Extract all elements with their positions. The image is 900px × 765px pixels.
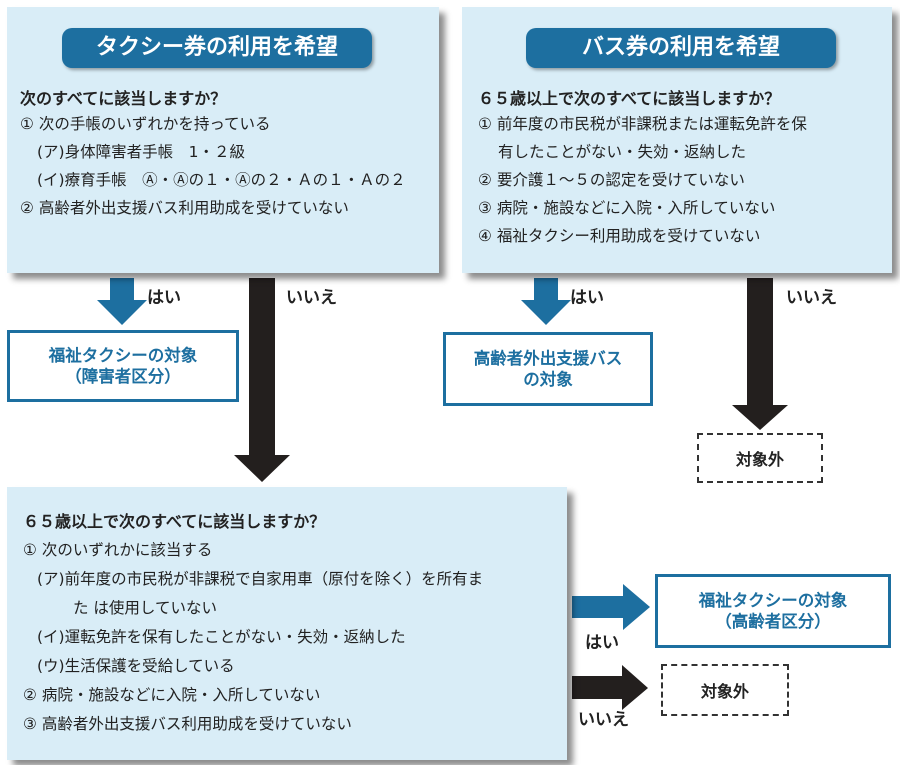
label-no-taxi: いいえ xyxy=(286,288,337,308)
taxi-request-panel: タクシー券の利用を希望 次のすべてに該当しますか？ ① 次の手帳のいずれかを持っ… xyxy=(7,7,439,273)
yes-arrow-taxi xyxy=(97,278,147,325)
bus-condition-1-cont: 有したことがない・失効・返納した xyxy=(498,143,747,161)
bus-condition-4: ④ 福祉タクシー利用助成を受けていない xyxy=(478,227,761,245)
not-eligible-bus: 対象外 xyxy=(697,433,823,483)
bus-condition-3: ③ 病院・施設などに入院・入所していない xyxy=(478,199,776,217)
taxi-condition-1b: (イ)療育手帳 Ⓐ・Ⓐの１・Ⓐの２・Ａの１・Ａの２ xyxy=(37,171,406,189)
taxi-question: 次のすべてに該当しますか？ xyxy=(20,89,227,108)
no-arrow-elderly xyxy=(572,665,648,710)
result-taxi-disability-line2: （障害者区分） xyxy=(65,367,181,386)
bus-condition-1: ① 前年度の市民税が非課税または運転免許を保 xyxy=(478,115,807,133)
result-taxi-elderly: 福祉タクシーの対象 （高齢者区分） xyxy=(655,574,891,648)
elderly-question: ６５歳以上で次のすべてに該当しますか？ xyxy=(23,512,326,531)
elderly-condition-3: ③ 高齢者外出支援バス利用助成を受けていない xyxy=(23,715,352,733)
result-bus-line2: の対象 xyxy=(523,370,573,389)
yes-arrow-elderly xyxy=(572,584,650,630)
elderly-condition-2: ② 病院・施設などに入院・入所していない xyxy=(23,686,321,704)
no-arrow-taxi xyxy=(234,278,290,482)
label-yes-bus: はい xyxy=(570,288,604,308)
taxi-panel-title: タクシー券の利用を希望 xyxy=(62,28,372,68)
taxi-condition-1a: (ア)身体障害者手帳 1・２級 xyxy=(37,143,245,161)
taxi-condition-2: ② 高齢者外出支援バス利用助成を受けていない xyxy=(20,199,349,217)
elderly-condition-1b: (イ)運転免許を保有したことがない・失効・返納した xyxy=(37,628,406,646)
result-taxi-elderly-line1: 福祉タクシーの対象 xyxy=(698,591,848,610)
label-no-bus: いいえ xyxy=(786,288,837,308)
bus-condition-2: ② 要介護１～５の認定を受けていない xyxy=(478,171,745,189)
bus-panel-title: バス券の利用を希望 xyxy=(526,28,836,68)
bus-request-panel: バス券の利用を希望 ６５歳以上で次のすべてに該当しますか？ ① 前年度の市民税が… xyxy=(462,7,892,273)
result-bus-line1: 高齢者外出支援バス xyxy=(473,349,623,368)
result-taxi-elderly-line2: （高齢者区分） xyxy=(715,612,831,631)
result-taxi-disability-line1: 福祉タクシーの対象 xyxy=(48,346,198,365)
not-eligible-elderly: 対象外 xyxy=(661,664,789,716)
elderly-question-panel: ６５歳以上で次のすべてに該当しますか？ ① 次のいずれかに該当する (ア)前年度… xyxy=(7,487,567,760)
yes-arrow-bus xyxy=(521,278,571,325)
label-yes-taxi: はい xyxy=(147,288,181,308)
bus-question: ６５歳以上で次のすべてに該当しますか？ xyxy=(478,89,781,108)
elderly-condition-1a-cont: た は使用していない xyxy=(73,599,217,617)
elderly-condition-1a: (ア)前年度の市民税が非課税で自家用車（原付を除く）を所有ま xyxy=(37,570,484,588)
elderly-condition-1c: (ウ)生活保護を受給している xyxy=(37,657,235,675)
result-taxi-disability: 福祉タクシーの対象 （障害者区分） xyxy=(7,330,239,402)
label-no-elderly: いいえ xyxy=(578,710,629,730)
label-yes-elderly: はい xyxy=(585,633,619,653)
elderly-condition-1: ① 次のいずれかに該当する xyxy=(23,541,213,559)
result-bus: 高齢者外出支援バスの対象 xyxy=(443,332,653,406)
taxi-condition-1: ① 次の手帳のいずれかを持っている xyxy=(20,115,271,133)
no-arrow-bus xyxy=(732,278,788,430)
